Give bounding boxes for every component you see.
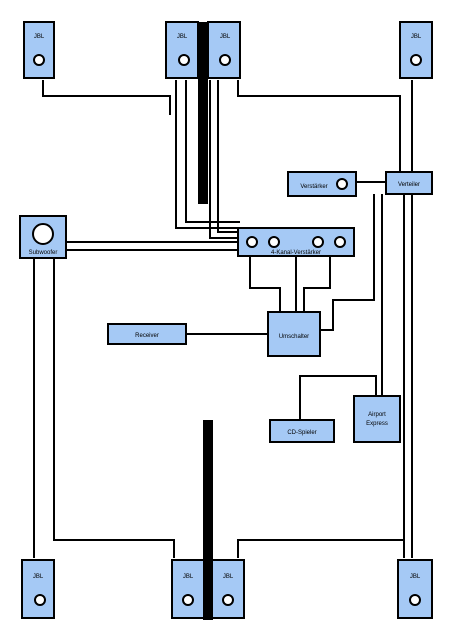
cd-player: CD-Spieler	[269, 419, 335, 443]
speaker-label: JBL	[183, 574, 194, 580]
splitter: Verteiler	[385, 171, 433, 195]
speaker-bottom-left: JBL	[21, 559, 55, 619]
amplifier-knob-icon	[336, 178, 348, 190]
speaker-cone-icon	[34, 594, 46, 606]
speaker-cone-icon	[182, 594, 194, 606]
amp-channel-knob-icon	[246, 236, 258, 248]
subwoofer-cone-icon	[32, 223, 54, 245]
speaker-label: JBL	[220, 34, 231, 40]
wall-bar-top	[198, 22, 208, 204]
speaker-label: JBL	[33, 574, 44, 580]
amp-channel-knob-icon	[268, 236, 280, 248]
airport-label-line2: Express	[366, 421, 388, 427]
receiver: Receiver	[107, 323, 187, 345]
wires	[33, 80, 413, 558]
cd-player-label: CD-Spieler	[287, 430, 316, 436]
amplifier-label: Verstärker	[300, 184, 327, 190]
speaker-cone-icon	[33, 54, 45, 66]
speaker-label: JBL	[411, 34, 422, 40]
amp-channel-knob-icon	[312, 236, 324, 248]
speaker-label: JBL	[410, 574, 421, 580]
switcher-label: Umschalter	[279, 334, 309, 340]
subwoofer-label: Subwoofer	[29, 250, 58, 256]
speaker-label: JBL	[34, 34, 45, 40]
speaker-cone-icon	[178, 54, 190, 66]
splitter-label: Verteiler	[398, 182, 420, 188]
speaker-label: JBL	[177, 34, 188, 40]
speaker-cone-icon	[222, 594, 234, 606]
speaker-label: JBL	[223, 574, 234, 580]
speaker-top-right: JBL	[399, 21, 433, 79]
subwoofer: Subwoofer	[19, 215, 67, 259]
speaker-cone-icon	[410, 54, 422, 66]
speaker-bottom-center-right: JBL	[211, 559, 245, 619]
amplifier-4ch-label: 4-Kanal-Verstärker	[271, 250, 321, 256]
switcher: Umschalter	[267, 311, 321, 357]
amplifier-4ch: 4-Kanal-Verstärker	[237, 227, 355, 257]
airport-express: Airport Express	[353, 395, 401, 443]
speaker-cone-icon	[219, 54, 231, 66]
airport-label-line1: Airport	[368, 412, 386, 418]
amplifier: Verstärker	[287, 171, 357, 197]
speaker-bottom-center-left: JBL	[171, 559, 205, 619]
wall-bar-bottom	[203, 420, 213, 620]
speaker-cone-icon	[409, 594, 421, 606]
speaker-bottom-right: JBL	[397, 559, 433, 619]
speaker-top-left: JBL	[23, 21, 55, 79]
amp-channel-knob-icon	[334, 236, 346, 248]
speaker-top-center-left: JBL	[165, 21, 199, 79]
receiver-label: Receiver	[135, 333, 159, 339]
speaker-top-center-right: JBL	[207, 21, 241, 79]
